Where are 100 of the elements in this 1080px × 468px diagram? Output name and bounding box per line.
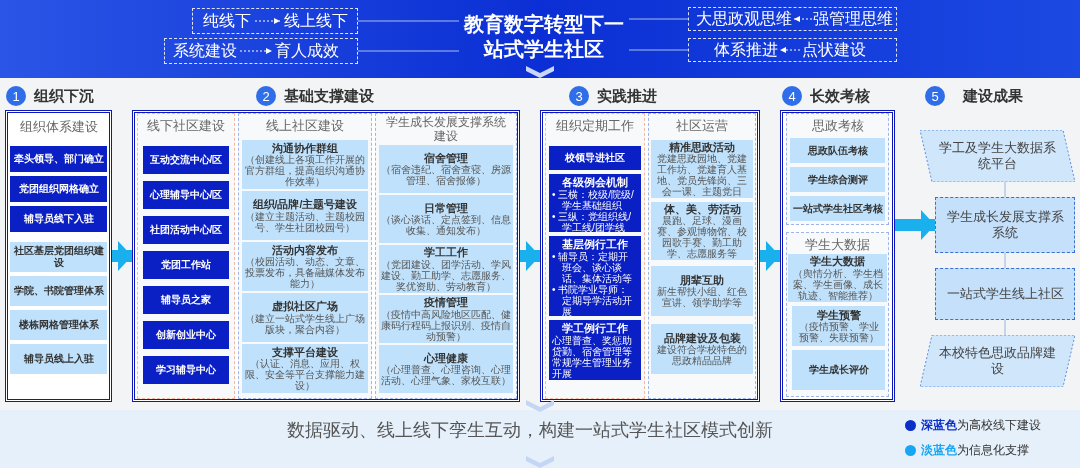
dashed-box <box>192 8 358 34</box>
connector-line <box>1004 181 1006 198</box>
result-box: 学生成长发展支撑系系统 <box>935 197 1075 253</box>
step-number: 3 <box>569 86 589 106</box>
item-box: 校领导进社区 <box>549 146 641 170</box>
item-box <box>379 295 513 343</box>
item-box <box>379 245 513 293</box>
item-heading: 疫情管理 <box>424 296 468 309</box>
item-box: 互动交流中心/区 <box>143 146 229 174</box>
item-heading: 体、美、劳活动 <box>663 202 741 216</box>
item-box: 党团工作站 <box>143 251 229 279</box>
item-heading: 学工例行工作 <box>561 322 629 335</box>
item-heading: 朋辈互助 <box>680 273 724 287</box>
result-box: 一站式学生线上社区 <box>935 268 1075 320</box>
item-description: （谈心谈话、定点签到、信息收集、通知发布） <box>381 214 511 237</box>
item-description: （舆情分析、学生档案、学生画像、成长轨迹、智能推荐） <box>791 267 884 301</box>
column-panel <box>780 110 895 402</box>
arrow <box>239 48 273 54</box>
group-title: 组织定期工作 <box>555 117 635 135</box>
group-title: 学生成长发展支撑系统建设 <box>385 115 507 143</box>
item-description: 晨跑、足球、漫画赛、参观博物馆、校园歌手赛、勤工助学、志愿服务等 <box>656 215 748 260</box>
item-box <box>549 174 641 232</box>
group-title: 学生大数据 <box>804 236 871 254</box>
bullet-text: • 三纵：党组织线/学工线/团学线 <box>552 211 633 233</box>
item-box <box>651 140 753 198</box>
item-box: 学习辅导中心 <box>143 356 229 384</box>
header-text: 点状建设 <box>800 40 868 60</box>
title-text: 教育数字转型下一站式学生社区 <box>459 10 629 64</box>
header-text: 体系推进 <box>712 40 780 60</box>
item-box <box>242 293 368 342</box>
header-text: 系统建设 <box>170 41 240 61</box>
connector-line <box>1004 319 1006 336</box>
bullet-text: • 书院学业导师：定期导学活动开展 <box>552 284 633 317</box>
item-box: 辅导员之家 <box>143 286 229 314</box>
item-box: 辅导员线下入驻 <box>10 206 107 232</box>
chevron-arrow <box>895 210 935 240</box>
step-heading: 长效考核 <box>810 86 870 106</box>
item-box: 社区基层党团组织建设 <box>10 242 107 272</box>
group-box <box>238 113 372 399</box>
group-title: 线上社区建设 <box>265 117 345 135</box>
legend-text: 深蓝色为高校线下建设 <box>921 416 1041 434</box>
arrow <box>254 18 281 24</box>
item-heading: 精准思政活动 <box>669 140 735 154</box>
group-box <box>375 113 517 399</box>
connector-line <box>357 50 460 52</box>
item-description: （疫情预警、学业预警、失联预警） <box>797 321 880 344</box>
group-title: 线下社区建设 <box>146 117 226 135</box>
step-heading: 建设成果 <box>963 86 1023 106</box>
item-box <box>379 195 513 243</box>
item-heading: 各级例会机制 <box>561 176 629 189</box>
chevron-arrow <box>112 241 132 271</box>
connector-line <box>1004 252 1006 269</box>
item-box: 楼栋网格管理体系 <box>10 310 107 340</box>
item-box <box>242 242 368 291</box>
legend-text: 淡蓝色为信息化支撑 <box>921 441 1029 459</box>
item-heading: 虚拟社区广场 <box>272 300 338 313</box>
chevron-arrow <box>760 241 780 271</box>
item-box: 辅导员线上入驻 <box>10 344 107 374</box>
item-box <box>242 191 368 240</box>
item-box <box>549 320 641 380</box>
connector-line <box>357 20 460 22</box>
item-heading: 基层例行工作 <box>561 238 629 251</box>
summary-text: 数据驱动、线上线下孪生互动，构建一站式学生社区模式创新 <box>287 420 773 440</box>
item-description: （宿舍违纪、宿舍查寝、房源管理、宿舍报修） <box>381 164 511 187</box>
item-description: （疫情中高风险地区匹配、健康码行程码上报识别、疫情自动预警） <box>381 308 511 342</box>
header-text: 线上线下 <box>280 11 352 31</box>
item-heading: 学生预警 <box>816 308 861 322</box>
item-heading: 心理健康 <box>424 351 468 365</box>
item-heading: 宿舍管理 <box>424 151 468 165</box>
result-parallelogram: 本校特色思政品牌建设 <box>920 335 1075 387</box>
connector-line <box>628 49 689 51</box>
group-box <box>786 113 889 225</box>
dashed-box <box>164 38 358 64</box>
item-box <box>651 324 753 374</box>
column-panel <box>5 110 112 402</box>
header-text: 育人成效 <box>272 41 342 61</box>
item-description: （校园活动、动态、文章、投票发布，具备融媒体发布能力） <box>244 256 366 290</box>
panel-title: 组织体系建设 <box>18 118 99 136</box>
dashed-box <box>688 7 897 31</box>
step-number: 2 <box>256 86 276 106</box>
column-panel <box>540 110 760 402</box>
arrow <box>779 47 801 53</box>
item-description: 建设符合学校特色的思政精品品牌 <box>656 344 748 367</box>
item-box: 心理辅导中心/区 <box>143 181 229 209</box>
item-description: （创建线上各项工作开展的官方群组，提高组织沟通协作效率） <box>244 154 366 188</box>
item-box <box>651 266 753 316</box>
step-heading: 基础支撑建设 <box>284 86 374 106</box>
column-panel <box>132 110 520 402</box>
item-heading: 品牌建设及包装 <box>663 331 741 345</box>
item-heading: 支撑平台建设 <box>272 345 338 358</box>
item-description: 心理普查、奖惩助贷勤、宿舍管理等常规学生管理业务开展 <box>552 335 633 379</box>
item-box: 党团组织网格确立 <box>10 176 107 202</box>
step-heading: 组织下沉 <box>34 86 94 106</box>
group-title: 社区运营 <box>675 117 729 135</box>
item-box <box>549 236 641 316</box>
item-description: （建立一站式学生线上广场版块，聚合内容） <box>244 312 366 335</box>
connector-line <box>628 18 689 20</box>
group-box <box>137 113 235 399</box>
chevron-arrow <box>520 241 540 271</box>
item-heading: 沟通协作群组 <box>272 141 338 155</box>
